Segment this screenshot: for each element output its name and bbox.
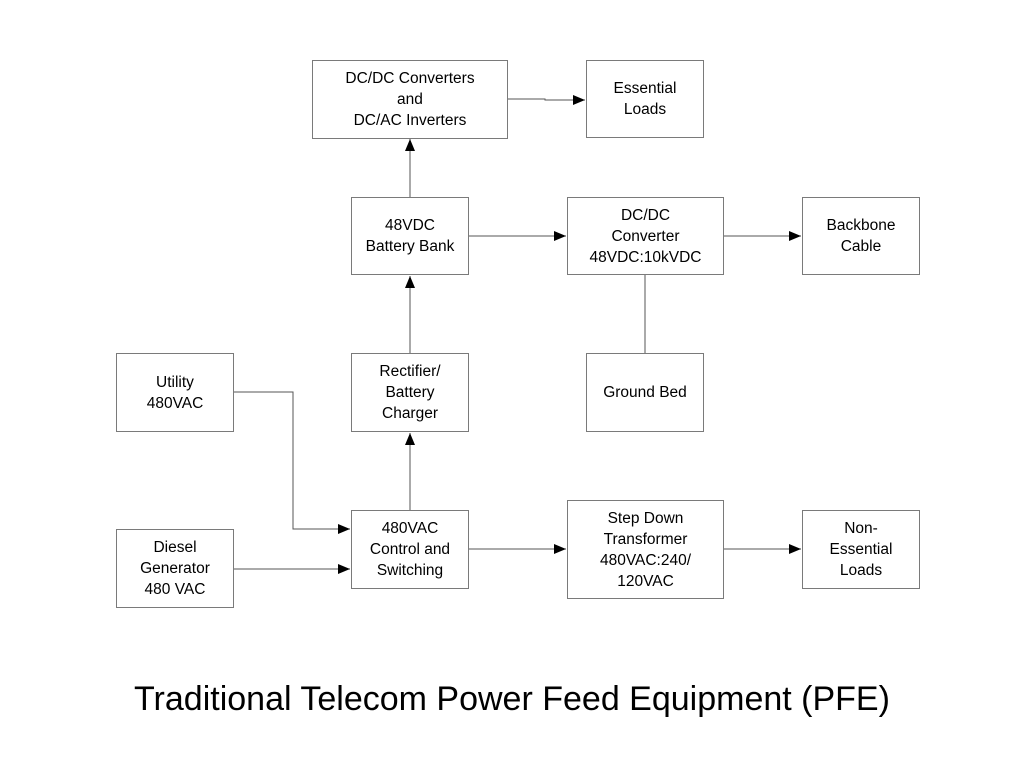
node-essential-loads: Essential Loads [586,60,704,138]
node-battery-bank: 48VDC Battery Bank [351,197,469,275]
node-non-essential-loads: Non- Essential Loads [802,510,920,589]
node-dcdc-converter-10k-label: DC/DC Converter 48VDC:10kVDC [589,206,702,266]
node-step-down-transformer-label: Step Down Transformer 480VAC:240/ 120VAC [599,509,692,590]
page-title: Traditional Telecom Power Feed Equipment… [134,680,890,718]
node-dcdc-converter-10k: DC/DC Converter 48VDC:10kVDC [567,197,724,275]
node-diesel-generator: Diesel Generator 480 VAC [116,529,234,608]
node-backbone-cable: Backbone Cable [802,197,920,275]
node-utility-label: Utility 480VAC [146,373,204,412]
node-essential-loads-label: Essential Loads [613,80,677,118]
node-dcdc-converters-label: DC/DC Converters and DC/AC Inverters [345,70,475,129]
node-step-down-transformer: Step Down Transformer 480VAC:240/ 120VAC [567,500,724,599]
node-non-essential-loads-label: Non- Essential Loads [829,520,893,579]
node-ground-bed: Ground Bed [586,353,704,432]
node-control-switching-label: 480VAC Control and Switching [369,520,451,579]
node-battery-bank-label: 48VDC Battery Bank [365,217,455,255]
node-diesel-generator-label: Diesel Generator 480 VAC [140,539,210,598]
node-rectifier: Rectifier/ Battery Charger [351,353,469,432]
node-ground-bed-label: Ground Bed [603,384,687,401]
node-utility: Utility 480VAC [116,353,234,432]
node-dcdc-converters: DC/DC Converters and DC/AC Inverters [312,60,508,139]
node-rectifier-label: Rectifier/ Battery Charger [379,363,441,422]
edge-converters-to-essential [508,95,585,105]
node-control-switching: 480VAC Control and Switching [351,510,469,589]
node-backbone-cable-label: Backbone Cable [826,217,896,255]
edge-utility-to-control [234,391,350,534]
